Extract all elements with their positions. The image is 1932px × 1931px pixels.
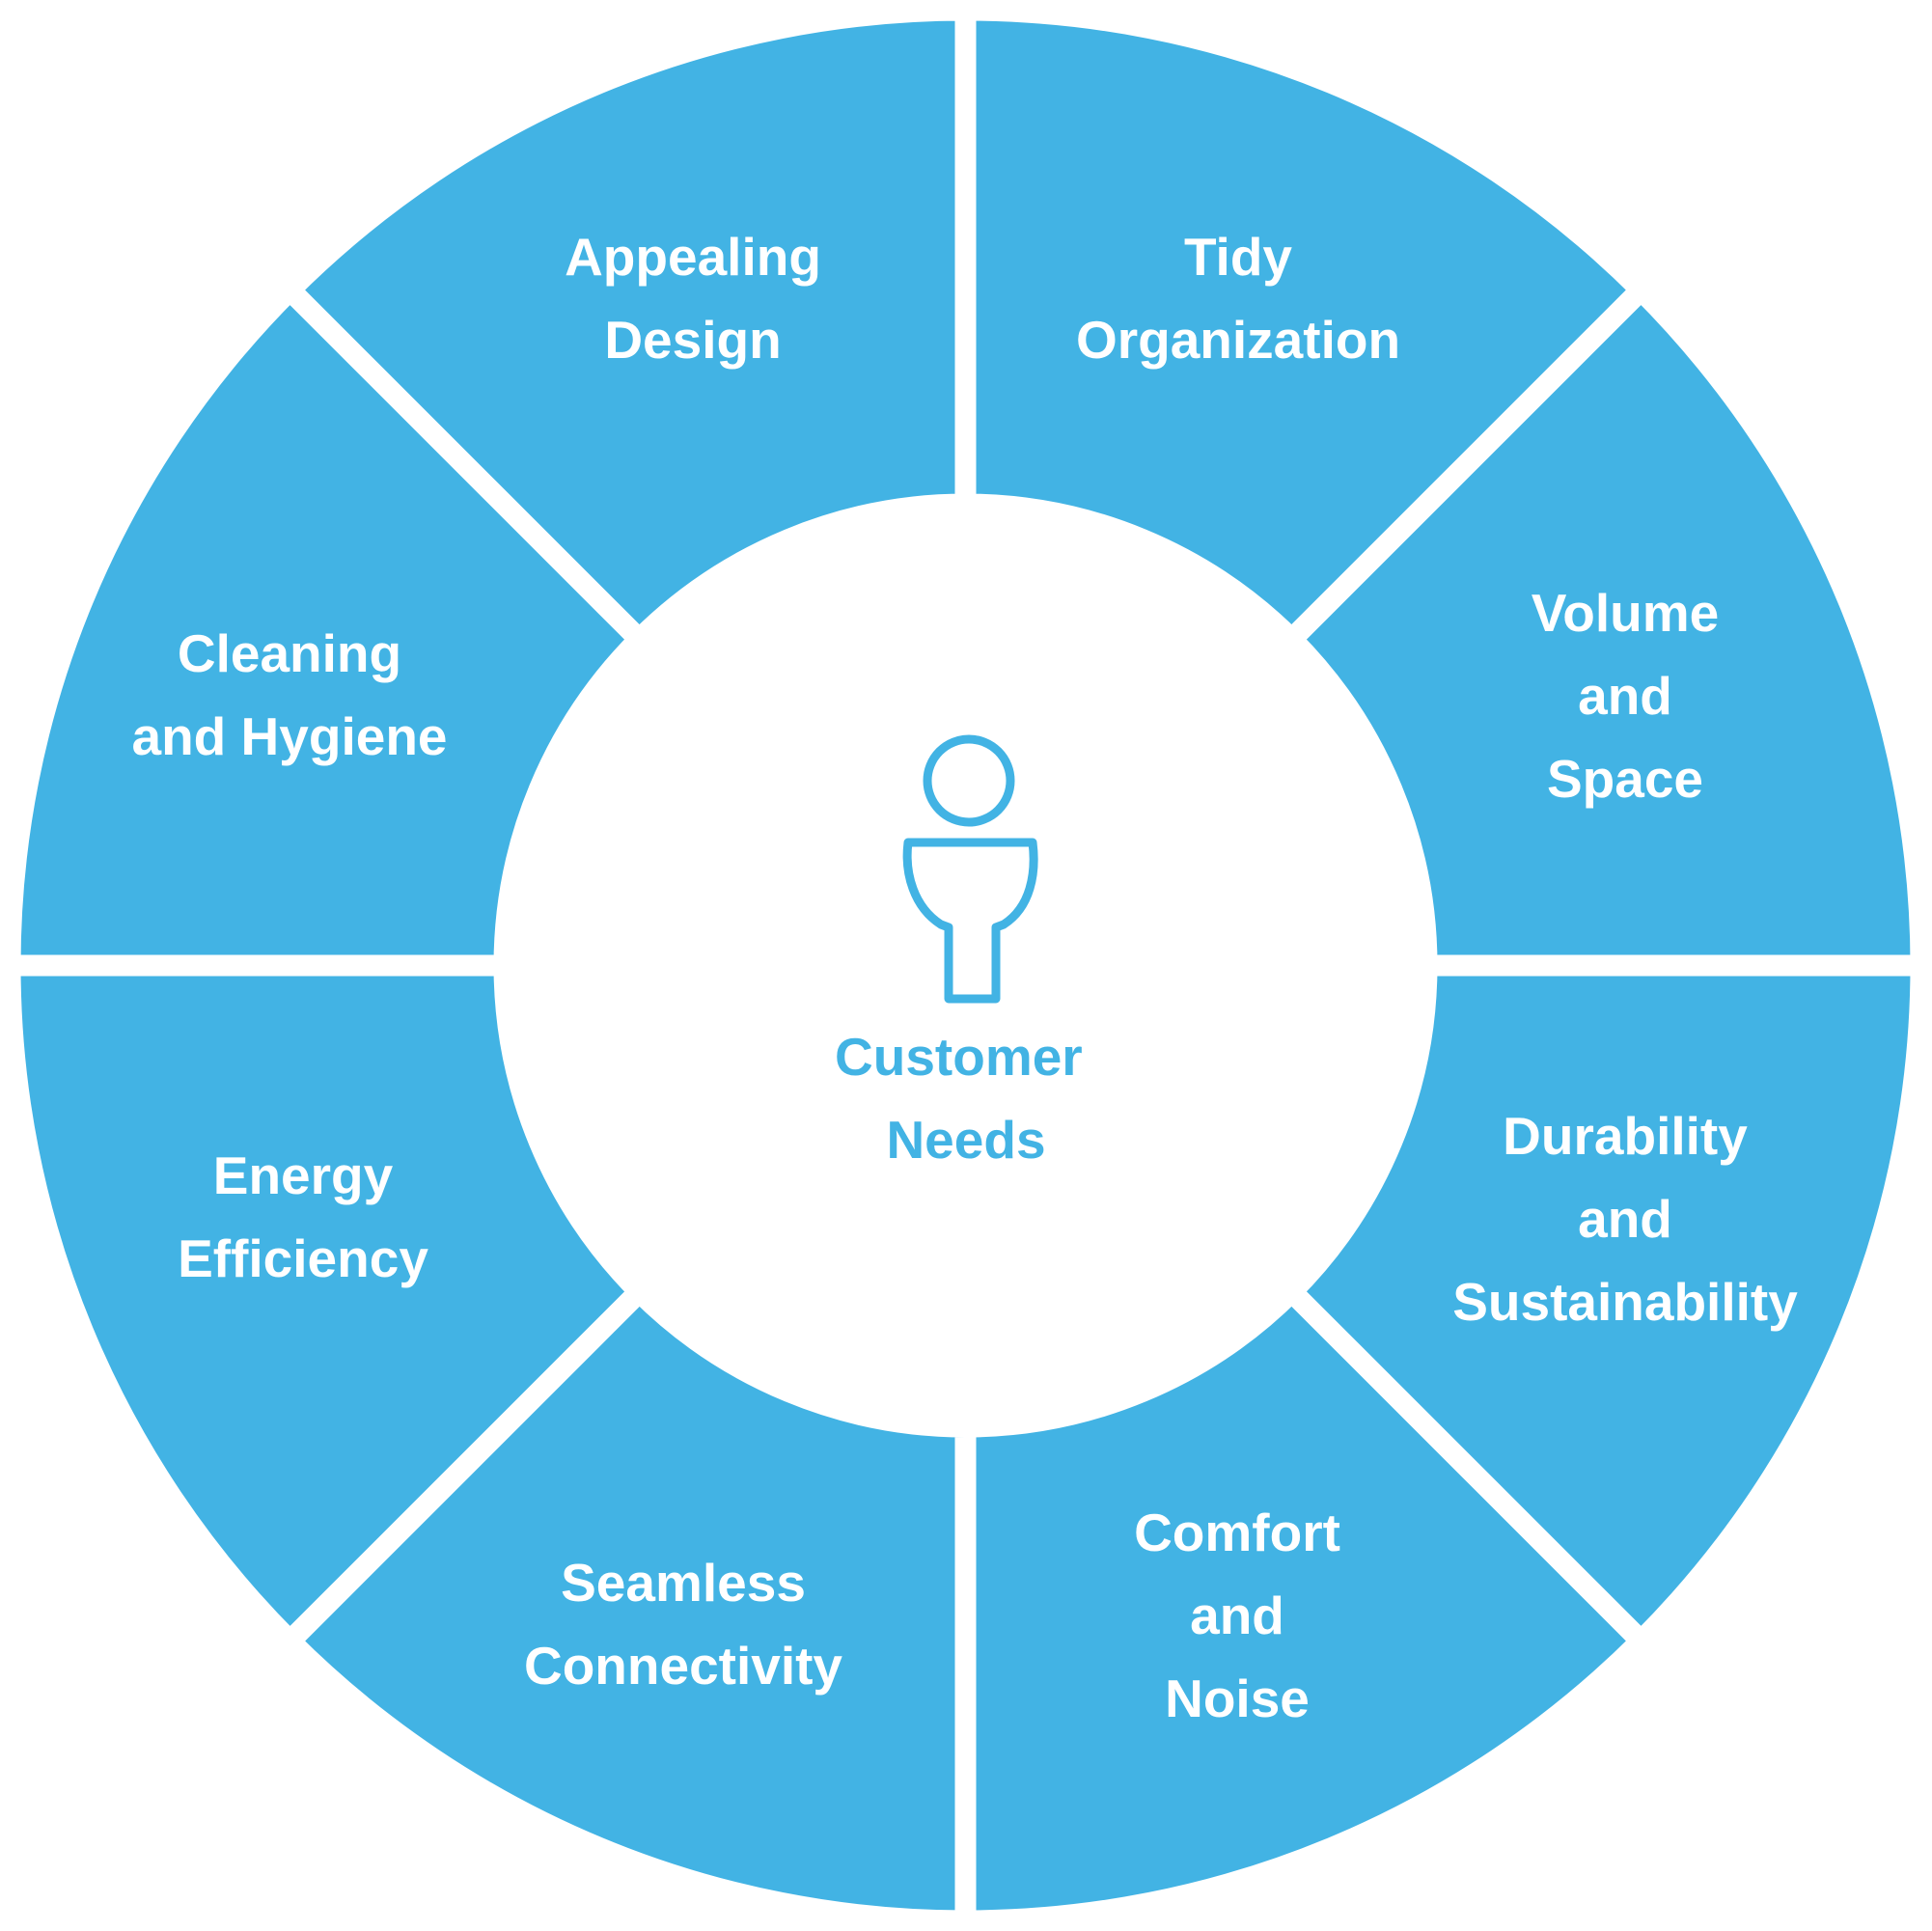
segment-appealing-design	[274, 0, 977, 655]
segment-label-line: and	[1578, 1189, 1672, 1249]
segment-label-line: Durability	[1503, 1106, 1748, 1166]
segment-tidy-organization	[954, 0, 1657, 655]
segment-label-line: Cleaning	[178, 623, 401, 683]
segment-volume-and-space	[1276, 274, 1932, 977]
segment-comfort-and-noise	[954, 1276, 1657, 1931]
segment-label-cleaning-and-hygiene: Cleaning and Hygiene	[131, 623, 447, 766]
segment-label-line: Seamless	[561, 1553, 806, 1613]
segment-label-line: Comfort	[1134, 1503, 1340, 1562]
center-label: Customer Needs	[835, 1027, 1097, 1170]
segment-label-line: Sustainability	[1452, 1272, 1798, 1332]
segment-label-line: Volume	[1532, 583, 1720, 643]
segment-label-line: Tidy	[1184, 227, 1292, 287]
segment-label-line: Organization	[1076, 310, 1400, 370]
segment-label-line: Space	[1547, 749, 1703, 809]
segment-label-line: and Hygiene	[131, 706, 447, 766]
segment-label-line: Connectivity	[524, 1636, 842, 1696]
segment-label-line: and	[1578, 666, 1672, 726]
center-hub: Customer Needs	[835, 734, 1097, 1170]
segment-energy-efficiency	[0, 954, 655, 1657]
segment-label-line: and	[1190, 1586, 1284, 1645]
person-icon	[902, 734, 1038, 1004]
segment-seamless-connectivity	[274, 1276, 977, 1931]
segment-label-line: Noise	[1165, 1669, 1310, 1728]
segment-durability-and-sustainability	[1276, 954, 1932, 1657]
segment-label-line: Appealing	[565, 227, 821, 287]
segment-cleaning-and-hygiene	[0, 274, 655, 977]
center-label-line: Needs	[886, 1110, 1045, 1170]
segment-label-line: Design	[604, 310, 781, 370]
center-label-line: Customer	[835, 1027, 1083, 1087]
segment-label-line: Efficiency	[178, 1228, 428, 1288]
segment-label-line: Energy	[213, 1145, 394, 1205]
